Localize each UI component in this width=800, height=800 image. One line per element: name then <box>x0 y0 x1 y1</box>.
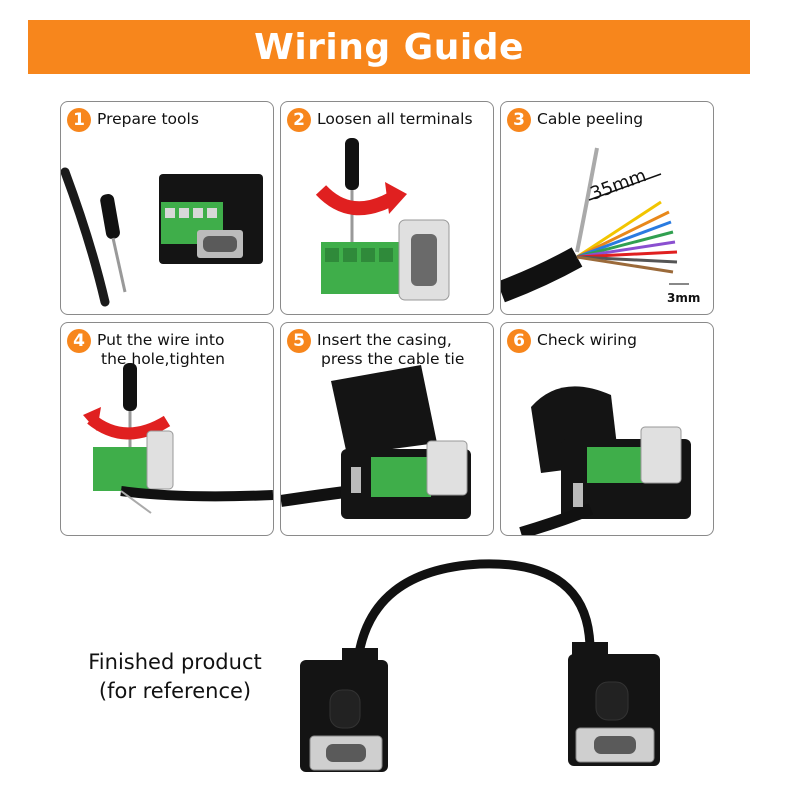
step-panel-5: 5 Insert the casing, press the cable tie <box>280 322 494 536</box>
caption-line2: (for reference) <box>98 679 252 703</box>
step-header: 3 Cable peeling <box>507 108 643 132</box>
cable-peeling-illustration: 35mm 3mm <box>501 147 700 305</box>
step-header: 1 Prepare tools <box>67 108 199 132</box>
finished-product-image <box>300 559 660 772</box>
step-label-line1: Put the wire into <box>97 331 225 349</box>
step-panel-1: 1 Prepare tools <box>60 101 274 315</box>
check-wiring-illustration <box>519 386 691 535</box>
title-banner: Wiring Guide <box>28 20 750 74</box>
step-label: Loosen all terminals <box>317 110 473 128</box>
step-header: 4 Put the wire into the hole,tighten <box>67 329 225 369</box>
tools-illustration <box>61 167 263 307</box>
step-header: 6 Check wiring <box>507 329 637 353</box>
casing-illustration <box>281 365 471 519</box>
step-label: Put the wire into the hole,tighten <box>97 331 225 369</box>
step-label-line2: the hole,tighten <box>101 350 225 368</box>
step-label: Check wiring <box>537 331 637 349</box>
step-number-badge: 4 <box>67 329 91 353</box>
strip-length-label: 35mm <box>588 165 650 205</box>
strip-gap-label: 3mm <box>667 291 700 305</box>
step-label-line1: Insert the casing, <box>317 331 452 349</box>
finished-product-caption: Finished product (for reference) <box>80 648 270 706</box>
step-header: 2 Loosen all terminals <box>287 108 473 132</box>
step-number-badge: 1 <box>67 108 91 132</box>
step-panel-3: 3 Cable peeling 35mm 3mm <box>500 101 714 315</box>
screwdriver-loosen-illustration <box>315 138 450 301</box>
step-header: 5 Insert the casing, press the cable tie <box>287 329 464 369</box>
step-label-line2: press the cable tie <box>321 350 465 368</box>
step-label: Insert the casing, press the cable tie <box>317 331 464 369</box>
page-title: Wiring Guide <box>254 26 524 68</box>
step-panel-6: 6 Check wiring <box>500 322 714 536</box>
step-number-badge: 2 <box>287 108 311 132</box>
wire-insert-illustration <box>83 363 273 514</box>
step-panel-2: 2 Loosen all terminals <box>280 101 494 315</box>
step-label: Prepare tools <box>97 110 199 128</box>
step-panel-4: 4 Put the wire into the hole,tighten <box>60 322 274 536</box>
step-number-badge: 5 <box>287 329 311 353</box>
step-label: Cable peeling <box>537 110 644 128</box>
step-number-badge: 3 <box>507 108 531 132</box>
step-number-badge: 6 <box>507 329 531 353</box>
caption-line1: Finished product <box>88 650 262 674</box>
